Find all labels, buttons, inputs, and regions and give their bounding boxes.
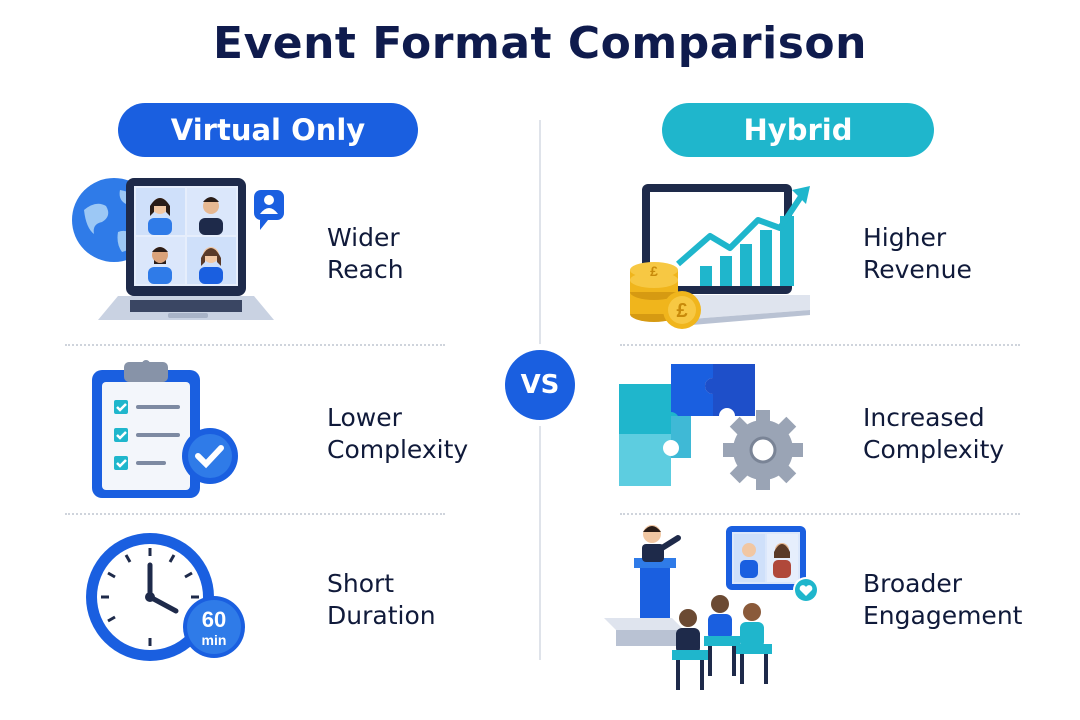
wider-reach-label: Wider Reach <box>327 223 404 284</box>
svg-text:£: £ <box>676 300 687 322</box>
svg-text:£: £ <box>650 263 658 279</box>
row-separator <box>65 513 445 515</box>
puzzle-gear-icon <box>619 364 803 490</box>
short-duration-label: Short Duration <box>327 569 436 630</box>
clipboard-checklist-icon <box>92 360 238 498</box>
duration-badge-unit: min <box>202 632 227 648</box>
higher-revenue-label: Higher Revenue <box>863 223 972 284</box>
page-title: Event Format Comparison <box>213 18 867 69</box>
vs-badge: VS <box>505 350 575 420</box>
broader-engagement-label: Broader Engagement <box>863 569 1023 630</box>
clock-icon: 60 min <box>86 533 245 661</box>
row-separator <box>65 344 445 346</box>
lower-complexity-label: Lower Complexity <box>327 403 469 464</box>
row-separator <box>620 344 1020 346</box>
laptop-video-call-icon <box>72 178 284 320</box>
growth-chart-coins-icon: £ £ <box>630 184 810 329</box>
duration-badge-value: 60 <box>202 607 226 632</box>
virtual-only-heading: Virtual Only <box>118 103 418 157</box>
row-separator <box>620 513 1020 515</box>
hybrid-heading: Hybrid <box>662 103 934 157</box>
speaker-audience-icon <box>604 525 819 690</box>
increased-complexity-label: Increased Complexity <box>863 403 1005 464</box>
